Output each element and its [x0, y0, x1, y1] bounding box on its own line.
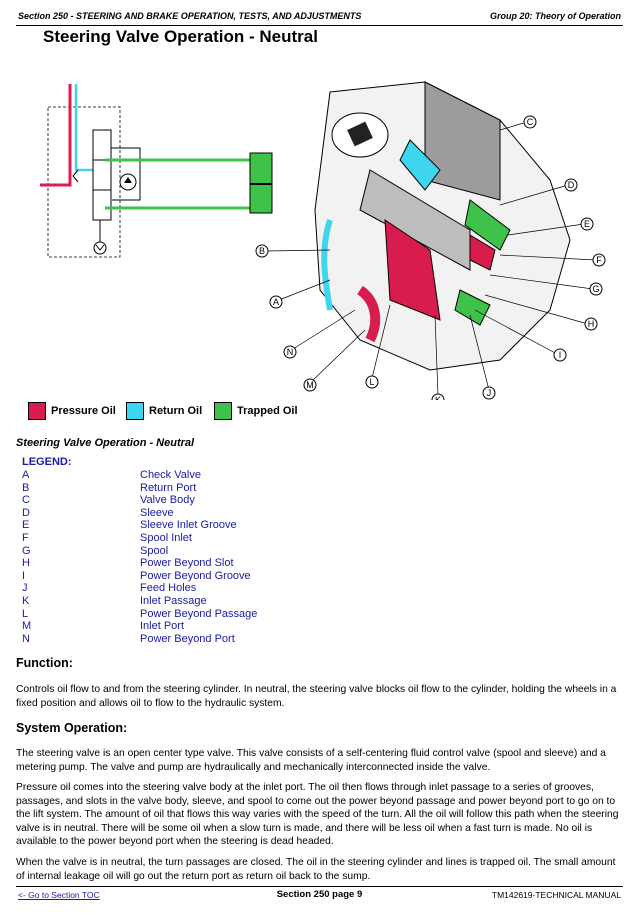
callout-g: G [489, 274, 603, 296]
svg-text:H: H [588, 319, 595, 329]
svg-text:I: I [559, 350, 562, 360]
svg-text:F: F [596, 255, 602, 265]
svg-text:L: L [369, 377, 374, 387]
callout-e: E [507, 217, 594, 236]
function-text: Controls oil flow to and from the steeri… [16, 684, 617, 709]
system-paragraph-1: The steering valve is an open center typ… [16, 748, 606, 773]
legend-heading: LEGEND: [22, 456, 72, 468]
svg-text:J: J [487, 388, 492, 398]
system-operation-heading: System Operation: [16, 721, 128, 735]
header-section: Section 250 - STEERING AND BRAKE OPERATI… [18, 11, 362, 21]
svg-text:C: C [527, 117, 534, 127]
svg-text:N: N [287, 347, 294, 357]
callout-n: N [283, 309, 356, 359]
callout-k: K [431, 314, 445, 400]
callout-h: H [484, 294, 598, 331]
key-pressure-oil: Pressure Oil [28, 402, 116, 420]
function-heading: Function: [16, 656, 73, 670]
go-to-section-toc-link[interactable]: <- Go to Section TOC [18, 890, 100, 900]
callout-a: A [269, 279, 331, 309]
svg-text:D: D [568, 180, 575, 190]
svg-text:B: B [259, 246, 265, 256]
system-paragraph-2: Pressure oil comes into the steering val… [16, 782, 619, 848]
svg-text:G: G [592, 284, 599, 294]
header-group: Group 20: Theory of Operation [489, 11, 621, 21]
key-label: Return Oil [149, 405, 203, 417]
svg-text:K: K [435, 395, 441, 400]
page-footer: <- Go to Section TOC Section 250 page 9 … [16, 886, 623, 903]
callout-j: J [469, 314, 496, 400]
return-oil-swatch [126, 402, 144, 420]
page-title: Steering Valve Operation - Neutral [43, 27, 318, 46]
key-return-oil: Return Oil [126, 402, 202, 420]
svg-text:A: A [273, 297, 279, 307]
system-paragraph-3: When the valve is in neutral, the turn p… [16, 857, 616, 882]
callout-i: I [474, 309, 567, 362]
trapped-oil-swatch [214, 402, 232, 420]
svg-text:E: E [584, 219, 590, 229]
callout-d: D [499, 178, 578, 206]
key-label: Trapped Oil [237, 405, 298, 417]
key-label: Pressure Oil [51, 405, 116, 417]
callout-m: M [303, 329, 366, 392]
valve-cutaway [314, 81, 571, 371]
callout-f: F [499, 253, 606, 267]
pressure-oil-swatch [28, 402, 46, 420]
page-header: Section 250 - STEERING AND BRAKE OPERATI… [16, 9, 623, 26]
key-trapped-oil: Trapped Oil [214, 402, 298, 420]
svg-text:M: M [306, 380, 314, 390]
figure-caption: Steering Valve Operation - Neutral [16, 437, 195, 449]
page-number: Section 250 page 9 [276, 889, 363, 900]
callout-l: L [365, 304, 391, 389]
callout-b: B [255, 244, 331, 258]
steering-valve-diagram: C D E F G H I J K L M N A B [40, 81, 606, 400]
hydraulic-schematic [40, 84, 273, 258]
manual-id: TM142619-TECHNICAL MANUAL [491, 890, 621, 900]
callout-c: C [499, 115, 537, 131]
